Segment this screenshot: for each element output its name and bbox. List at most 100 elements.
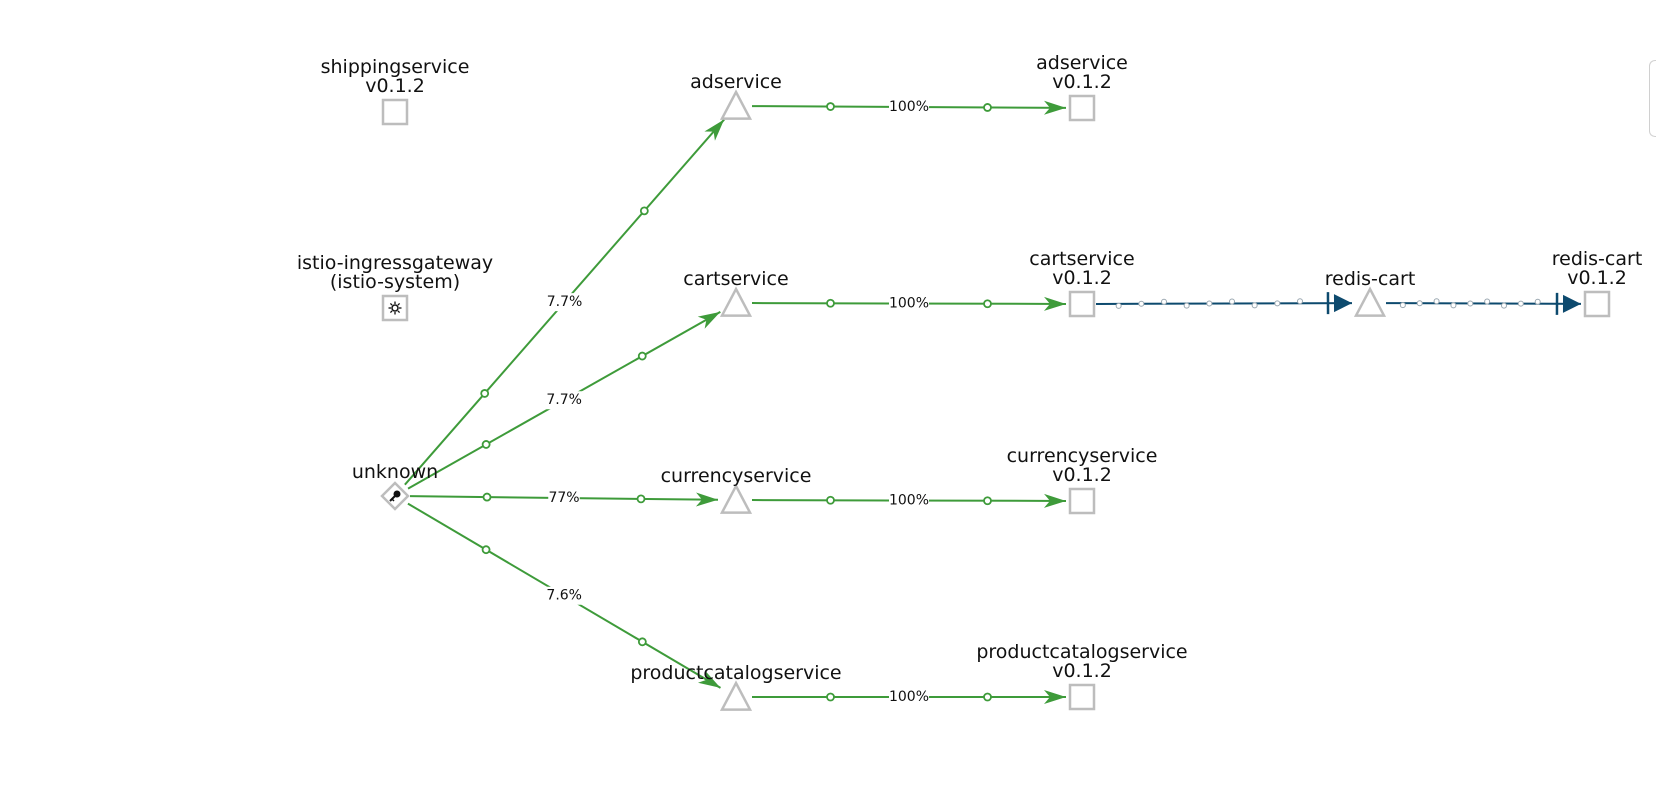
edge-label-text: 7.6% bbox=[546, 588, 582, 604]
node-currencyservice[interactable]: currencyservice bbox=[661, 465, 812, 514]
traffic-dot bbox=[1274, 300, 1281, 307]
workload-square[interactable] bbox=[1068, 487, 1096, 515]
node-label-line: v0.1.2 bbox=[1052, 71, 1112, 93]
edge-label-background bbox=[889, 98, 929, 116]
edge-label-background bbox=[889, 294, 929, 313]
edge-arrowhead bbox=[1044, 690, 1066, 704]
workload-square[interactable] bbox=[1068, 290, 1096, 318]
traffic-dot bbox=[481, 545, 491, 555]
traffic-dot bbox=[826, 495, 835, 505]
traffic-dot bbox=[1501, 302, 1508, 309]
node-productcatalogservice[interactable]: productcatalogservice bbox=[630, 662, 842, 711]
node-label-line: redis-cart bbox=[1552, 248, 1643, 270]
edge-label: 77% bbox=[548, 488, 580, 507]
node-label-line: cartservice bbox=[683, 268, 788, 290]
traffic-dot bbox=[637, 637, 647, 647]
edge-label-background bbox=[889, 688, 929, 706]
node-label-line: unknown bbox=[352, 461, 438, 483]
service-triangle[interactable] bbox=[719, 89, 753, 120]
service-triangle[interactable] bbox=[719, 483, 753, 514]
edge-arrowhead bbox=[697, 670, 721, 688]
nodes-layer: shippingservicev0.1.2istio-ingressgatewa… bbox=[297, 52, 1643, 711]
traffic-dot bbox=[826, 692, 835, 702]
node-label-line: v0.1.2 bbox=[1052, 464, 1112, 486]
node-label-line: istio-ingressgateway bbox=[297, 252, 493, 274]
workload-square[interactable] bbox=[1068, 94, 1096, 122]
traffic-dot bbox=[637, 351, 647, 361]
edge-cartservice-v012-to-redis-cart[interactable] bbox=[1095, 292, 1353, 315]
node-label-line: adservice bbox=[690, 71, 782, 93]
workload-square[interactable] bbox=[1583, 290, 1611, 318]
service-triangle[interactable] bbox=[1353, 286, 1387, 317]
traffic-dot bbox=[1467, 300, 1474, 307]
edge-arrowhead bbox=[697, 311, 721, 329]
edge-label-text: 77% bbox=[548, 490, 579, 506]
edge-label: 100% bbox=[889, 688, 929, 706]
workload-square[interactable] bbox=[1068, 683, 1096, 711]
traffic-dot bbox=[1399, 302, 1406, 309]
node-label-line: productcatalogservice bbox=[976, 641, 1187, 663]
traffic-dot bbox=[1206, 300, 1213, 307]
node-label-line: shippingservice bbox=[321, 56, 470, 78]
edge-label: 7.7% bbox=[544, 391, 585, 410]
traffic-dot bbox=[481, 440, 491, 449]
edge-line[interactable] bbox=[1095, 302, 1353, 305]
traffic-dot bbox=[1517, 300, 1524, 307]
traffic-dot bbox=[1229, 298, 1236, 305]
traffic-dot bbox=[1450, 302, 1457, 309]
node-redis-cart[interactable]: redis-cart bbox=[1325, 268, 1416, 317]
edge-label-text: 100% bbox=[889, 493, 929, 509]
edge-label-text: 7.7% bbox=[546, 392, 582, 408]
edge-label-background bbox=[889, 491, 929, 510]
traffic-dot bbox=[636, 494, 646, 504]
traffic-dot bbox=[1115, 302, 1122, 309]
node-label-line: productcatalogservice bbox=[630, 662, 841, 684]
traffic-dot bbox=[1297, 298, 1304, 305]
traffic-dot bbox=[639, 206, 649, 216]
traffic-dot bbox=[1416, 300, 1423, 307]
edge-label-text: 7.7% bbox=[547, 294, 583, 310]
traffic-dot bbox=[983, 692, 992, 702]
edge-arrowhead bbox=[1043, 100, 1067, 115]
edge-redis-cart-to-redis-cart-v012[interactable] bbox=[1385, 292, 1582, 315]
edge-label: 7.7% bbox=[544, 293, 585, 312]
node-adservice[interactable]: adservice bbox=[690, 71, 782, 120]
node-label-line: v0.1.2 bbox=[365, 75, 425, 97]
side-panel-edge[interactable] bbox=[1649, 60, 1656, 137]
edge-label: 100% bbox=[889, 98, 929, 116]
node-label-line: v0.1.2 bbox=[1567, 267, 1627, 289]
traffic-dot bbox=[1251, 302, 1258, 309]
traffic-dot bbox=[1183, 302, 1190, 309]
edge-label-text: 100% bbox=[889, 99, 929, 115]
traffic-dot bbox=[983, 103, 992, 112]
traffic-dot bbox=[826, 102, 835, 111]
node-unknown[interactable]: unknown bbox=[352, 461, 438, 511]
traffic-dot bbox=[480, 389, 490, 398]
edge-label: 100% bbox=[889, 294, 929, 313]
traffic-dot bbox=[1484, 298, 1491, 305]
workload-square[interactable] bbox=[381, 98, 409, 126]
node-ingressgateway[interactable]: istio-ingressgateway(istio-system) bbox=[297, 252, 493, 322]
key-icon bbox=[389, 490, 401, 502]
node-label-line: currencyservice bbox=[1007, 445, 1158, 467]
edge-label: 100% bbox=[889, 491, 929, 510]
edge-line[interactable] bbox=[1385, 302, 1582, 305]
traffic-dot bbox=[826, 298, 835, 308]
gateway-icon bbox=[388, 301, 402, 315]
edge-label-text: 100% bbox=[889, 296, 929, 312]
edge-arrowhead bbox=[1043, 296, 1067, 311]
node-label-line: redis-cart bbox=[1325, 268, 1416, 290]
workload-square[interactable] bbox=[381, 294, 409, 322]
service-triangle[interactable] bbox=[719, 286, 753, 317]
edge-label-background bbox=[544, 293, 585, 312]
service-triangle[interactable] bbox=[719, 680, 753, 711]
node-cartservice[interactable]: cartservice bbox=[683, 268, 789, 317]
edge-label-background bbox=[548, 488, 580, 507]
